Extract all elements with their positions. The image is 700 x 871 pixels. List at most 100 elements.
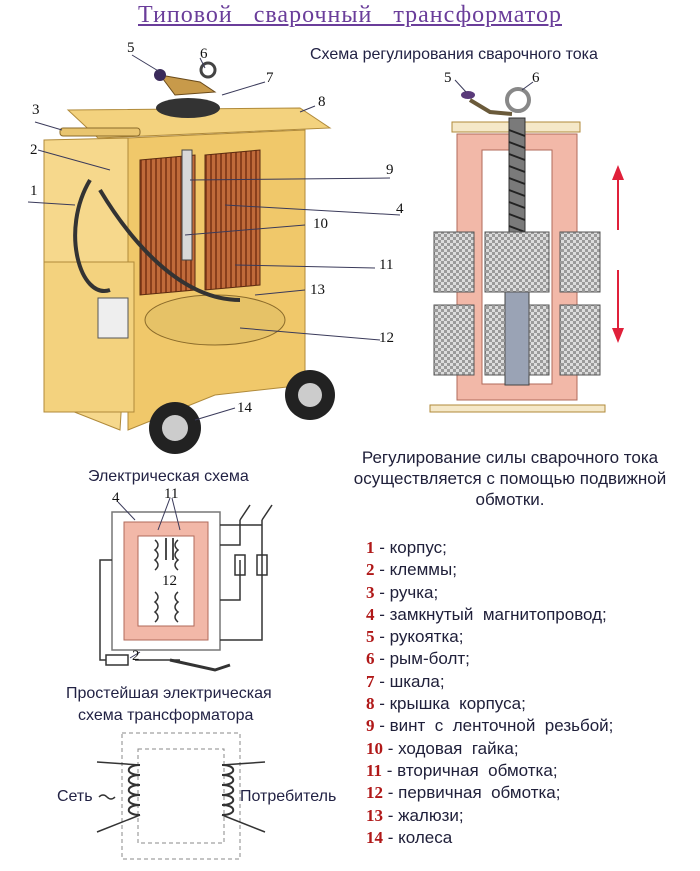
- callout-14: 14: [237, 400, 252, 416]
- legend-text: - шкала;: [374, 671, 445, 691]
- legend-item: 7 - шкала;: [366, 671, 613, 693]
- reg-handle: [468, 98, 513, 116]
- legend-item: 3 - ручка;: [366, 582, 613, 604]
- screw-rod: [181, 149, 193, 261]
- callout-9: 9: [386, 162, 394, 178]
- eye-bolt: [505, 87, 531, 113]
- el-coil-secondary: [153, 539, 180, 571]
- legend-number: 13: [366, 805, 383, 825]
- simple-scheme-output-label: Потребитель: [240, 788, 337, 805]
- legend-item: 8 - крышка корпуса;: [366, 693, 613, 715]
- callout-10: 10: [313, 216, 328, 232]
- el-fuse-1: [234, 554, 246, 576]
- simple-scheme-input-label: Сеть: [57, 788, 93, 805]
- electrical-scheme: [99, 504, 273, 672]
- legend-text: - рукоятка;: [374, 627, 464, 647]
- legend-text: - корпус;: [374, 538, 447, 557]
- wheel-front: [149, 402, 201, 454]
- el-terminals: [105, 654, 129, 666]
- simple-outer-frame: [121, 732, 241, 860]
- legend-number: 4: [366, 604, 375, 624]
- callout-8: 8: [318, 94, 326, 110]
- regulation-scheme: [429, 87, 624, 413]
- el-coil-primary: [153, 591, 180, 623]
- legend-number: 10: [366, 738, 383, 758]
- regulation-note: Регулирование силы сварочного тока осуще…: [353, 448, 667, 509]
- movement-arrow: [612, 165, 624, 343]
- el-frame: [111, 511, 221, 651]
- reg-callout-5: 5: [444, 70, 452, 86]
- crank-handle: [154, 61, 220, 118]
- simple-scheme-title-2: схема трансформатора: [78, 707, 254, 724]
- legend-item: 9 - винт с ленточной резьбой;: [366, 715, 613, 737]
- legend-number: 11: [366, 760, 383, 780]
- legend-text: - рым-болт;: [374, 649, 470, 669]
- callout-7: 7: [266, 70, 274, 86]
- legend-text: - ходовая гайка;: [383, 738, 519, 758]
- legend-number: 6: [366, 649, 375, 669]
- el-switch: [239, 504, 273, 521]
- legend-item: 13 - жалюзи;: [366, 805, 613, 827]
- simple-input-wires: [96, 761, 141, 833]
- legend-item: 14 - колеса: [366, 827, 613, 849]
- legend-text: - ручка;: [374, 582, 439, 602]
- legend-text: - крышка корпуса;: [374, 694, 526, 714]
- callout-11: 11: [379, 257, 394, 273]
- callout-13: 13: [310, 282, 325, 298]
- legend-text: - первичная обмотка;: [383, 783, 561, 803]
- legend-item: 10 - ходовая гайка;: [366, 738, 613, 760]
- core-right: [204, 149, 261, 291]
- legend-number: 9: [366, 716, 375, 736]
- handle-bar: [59, 127, 141, 137]
- legend-number: 14: [366, 827, 383, 847]
- primary-coil-left: [433, 304, 475, 376]
- legend-item: 12 - первичная обмотка;: [366, 782, 613, 804]
- el-leader-lines: [117, 497, 181, 659]
- primary-coil-inner-r: [528, 304, 550, 376]
- el-callout-11: 11: [164, 486, 179, 502]
- legend-text: - вторичная обмотка;: [382, 760, 558, 780]
- reg-leader-lines: [454, 79, 534, 93]
- el-callout-4: 4: [112, 490, 120, 506]
- el-callout-2: 2: [132, 648, 140, 664]
- el-wires: [99, 520, 263, 661]
- primary-coil-inner-l: [484, 304, 506, 376]
- el-callout-12: 12: [162, 573, 177, 589]
- simple-tilde: [98, 794, 116, 800]
- reg-screw-thread: [508, 129, 526, 233]
- callout-1: 1: [30, 183, 38, 199]
- secondary-coil-inner: [484, 231, 550, 293]
- legend-number: 7: [366, 671, 375, 691]
- legend-number: 12: [366, 783, 383, 803]
- callout-5: 5: [127, 40, 135, 56]
- secondary-coil-left: [433, 231, 475, 293]
- secondary-coil-right: [559, 231, 601, 293]
- legend-item: 6 - рым-болт;: [366, 648, 613, 670]
- legend-text: - клеммы;: [374, 560, 457, 580]
- cables: [73, 178, 241, 302]
- regulation-scheme-title: Схема регулирования сварочного тока: [310, 46, 598, 63]
- el-fuse-2: [256, 554, 268, 576]
- legend-list: 1 - корпус;2 - клеммы;3 - ручка;4 - замк…: [366, 537, 613, 849]
- legend-item: 4 - замкнутый магнитопровод;: [366, 604, 613, 626]
- legend-item: 1 - корпус;: [366, 537, 613, 559]
- simple-coil-left: [127, 764, 141, 816]
- legend-item: 11 - вторичная обмотка;: [366, 760, 613, 782]
- wheel-rear: [285, 370, 335, 420]
- reg-base-plate: [429, 404, 606, 413]
- coil-bottom: [144, 294, 286, 346]
- main-leader-lines: [27, 54, 401, 421]
- reg-callout-6: 6: [532, 70, 540, 86]
- electrical-scheme-title: Электрическая схема: [88, 468, 249, 485]
- legend-number: 2: [366, 560, 375, 580]
- simple-coil-right: [221, 764, 235, 816]
- legend-number: 8: [366, 694, 375, 714]
- reg-knob: [461, 91, 475, 99]
- callout-2: 2: [30, 142, 38, 158]
- callout-3: 3: [32, 102, 40, 118]
- page-title: Типовой сварочный трансформатор: [138, 2, 562, 28]
- legend-number: 5: [366, 627, 375, 647]
- callout-4: 4: [396, 201, 404, 217]
- callout-6: 6: [200, 46, 208, 62]
